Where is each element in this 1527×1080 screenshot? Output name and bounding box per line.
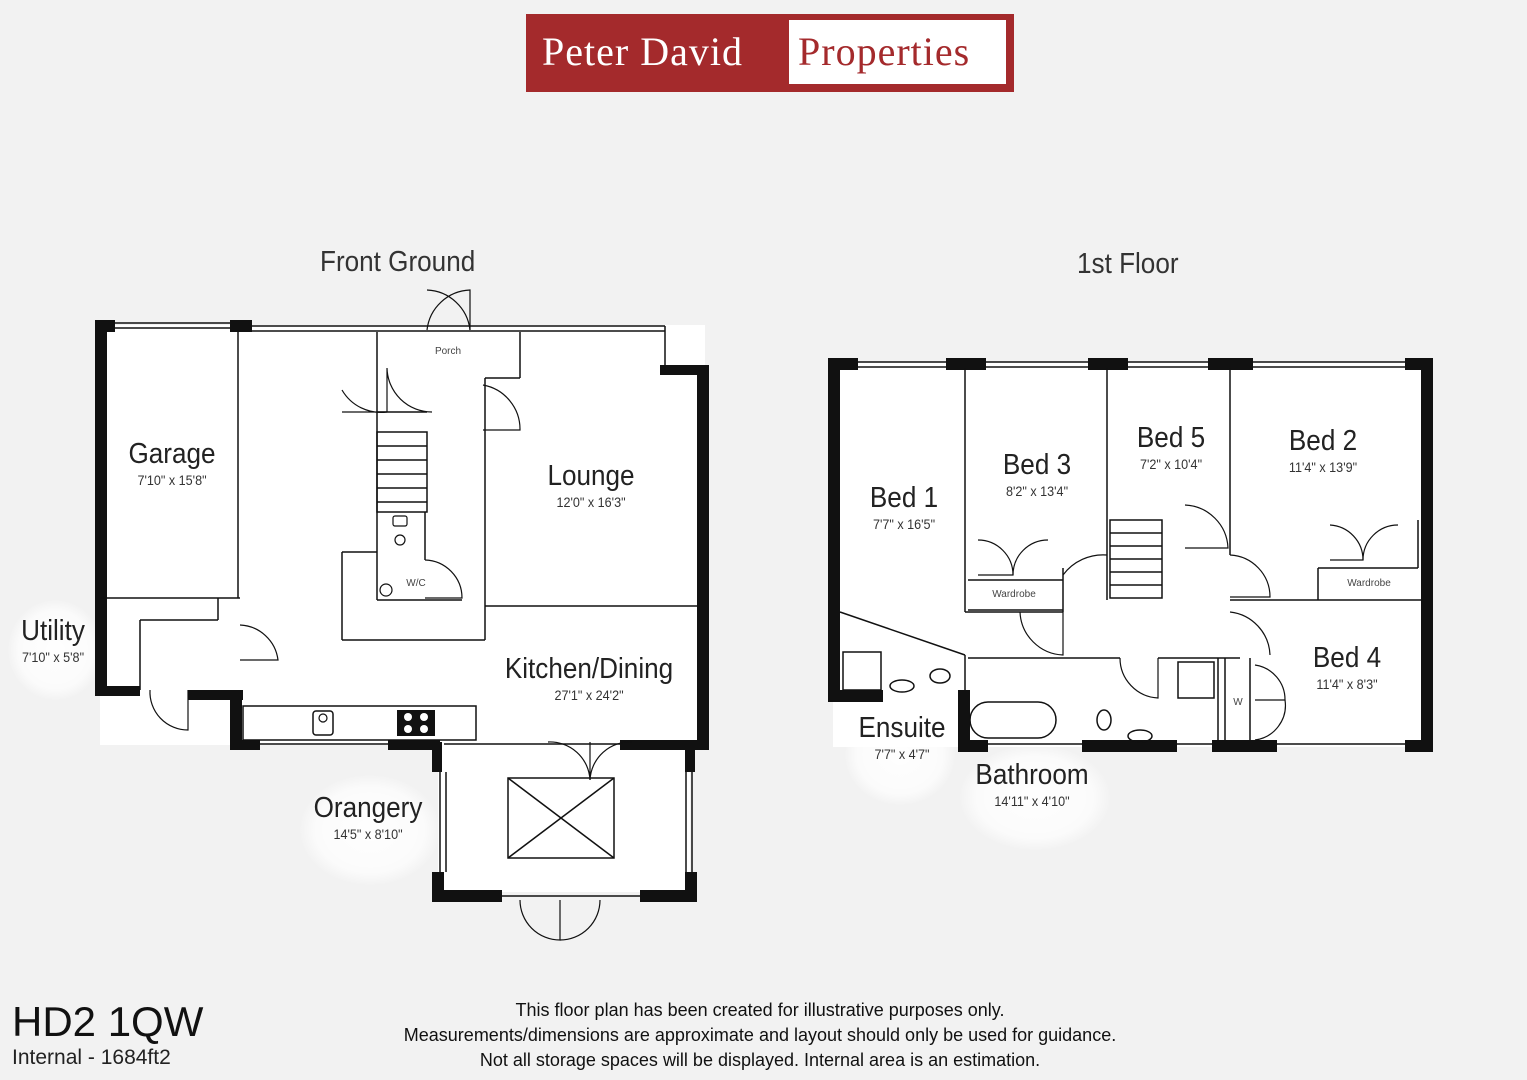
utility-label-glow [8,600,103,700]
room-name: Bed 4 [1312,642,1382,674]
hob-icon [397,710,435,736]
first-floor-title: 1st Floor [1077,248,1179,280]
room-dimensions: 7'7" x 16'5" [872,516,936,532]
room-label-garage: Garage 7'10" x 15'8" [124,438,221,488]
room-label-bed5: Bed 5 7'2" x 10'4" [1133,422,1209,472]
room-name: Kitchen/Dining [504,653,674,685]
room-label-wc: W/C [406,578,426,589]
room-label-ensuite: Ensuite 7'7" x 4'7" [854,712,951,762]
postcode: HD2 1QW [12,998,204,1045]
room-name: Bathroom [975,759,1089,791]
first-floor-doors [977,504,1399,741]
room-label-bed2: Bed 2 11'4" x 13'9" [1285,425,1361,475]
logo-text-left: Peter David [542,29,743,74]
room-label-lounge: Lounge 12'0" x 16'3" [543,460,640,510]
room-name: Orangery [313,792,423,824]
logo-text-right: Properties [798,29,971,74]
room-name: Garage [128,438,216,470]
logo-white-panel: Properties [789,20,1006,84]
room-name: Bed 2 [1288,425,1358,457]
room-name: Bed 3 [1002,449,1072,481]
room-label-bed1: Bed 1 7'7" x 16'5" [866,482,942,532]
first-floor-walls [828,358,1433,752]
orangery-label-glow [300,775,440,885]
room-name: Lounge [547,460,635,492]
room-dimensions: 7'2" x 10'4" [1139,456,1203,472]
room-dimensions: 14'5" x 8'10" [333,826,403,842]
room-label-wardrobe-bed2: Wardrobe [1347,578,1391,589]
room-label-kitchen-dining: Kitchen/Dining 27'1" x 24'2" [496,653,683,703]
ground-floor-thin-walls [99,322,697,897]
room-dimensions: 7'10" x 5'8" [21,649,85,665]
company-logo: Peter David Properties [526,14,1014,92]
room-label-utility: Utility 7'10" x 5'8" [18,615,89,665]
disclaimer-line: Not all storage spaces will be displayed… [479,1050,1041,1070]
room-name: Bed 1 [869,482,939,514]
room-name: Ensuite [858,712,946,744]
room-name: Bed 5 [1136,422,1206,454]
room-label-orangery: Orangery 14'5" x 8'10" [308,792,429,842]
room-label-bed3: Bed 3 8'2" x 13'4" [999,449,1075,499]
ground-floor-title: Front Ground [320,246,476,278]
room-dimensions: 8'2" x 13'4" [1005,483,1069,499]
room-dimensions: 12'0" x 16'3" [556,494,626,510]
room-label-bathroom: Bathroom 14'11" x 4'10" [969,759,1095,809]
bathroom-label-glow [960,745,1110,850]
first-floor-thin-walls [839,361,1421,745]
ground-floor-walls [95,320,709,902]
room-label-bed4: Bed 4 11'4" x 8'3" [1309,642,1385,692]
room-label-porch: Porch [434,346,462,357]
room-dimensions: 7'10" x 15'8" [137,472,207,488]
disclaimer-line: This floor plan has been created for ill… [515,1000,1005,1020]
internal-area: Internal - 1684ft2 [12,1046,171,1069]
disclaimer-line: Measurements/dimensions are approximate … [403,1025,1117,1045]
room-label-wardrobe-bed3: Wardrobe [992,589,1036,600]
room-dimensions: 27'1" x 24'2" [554,687,624,703]
ground-floor-doors [149,289,633,941]
room-dimensions: 11'4" x 13'9" [1288,459,1358,475]
room-dimensions: 7'7" x 4'7" [874,746,930,762]
room-dimensions: 11'4" x 8'3" [1316,676,1378,692]
room-dimensions: 14'11" x 4'10" [994,793,1070,809]
disclaimer: This floor plan has been created for ill… [380,998,1140,1073]
room-label-w-bed4: W [1233,697,1243,708]
room-name: Utility [21,615,85,647]
